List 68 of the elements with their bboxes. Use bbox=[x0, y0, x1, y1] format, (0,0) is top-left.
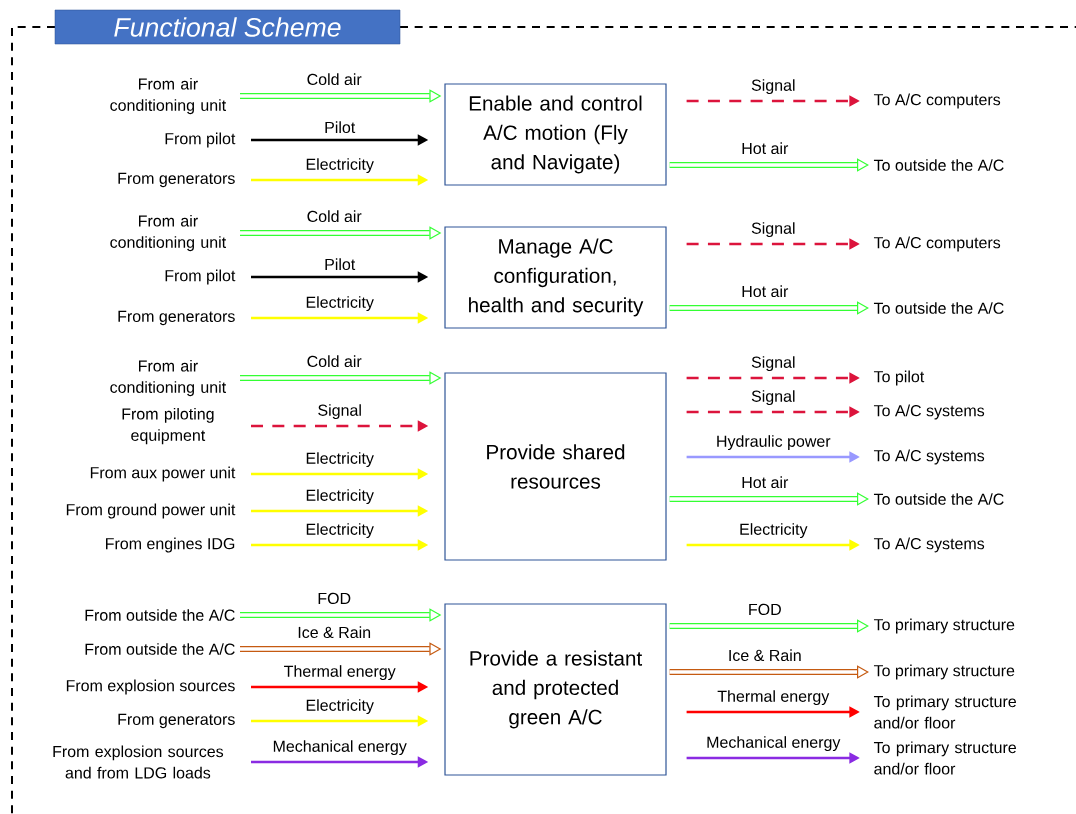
edge-label: Signal bbox=[751, 390, 795, 406]
function-box: Provide a resistant and protected green A/C bbox=[444, 603, 667, 776]
edge-label: Ice & Rain bbox=[729, 649, 801, 662]
arrow bbox=[669, 665, 869, 679]
function-box: Enable and control A/C motion (Fly and Navigate) bbox=[444, 83, 667, 186]
source-label: From air conditioning unit bbox=[110, 214, 226, 252]
function-box: Manage A/C configuration, health and security bbox=[444, 226, 667, 329]
arrow bbox=[669, 301, 869, 315]
edge-label: Electricity bbox=[306, 452, 374, 468]
source-label: From pilot bbox=[165, 269, 236, 285]
edge-label: Hot air bbox=[742, 476, 789, 489]
source-label: From explosion sources bbox=[66, 679, 235, 695]
edge-label: Mechanical energy bbox=[273, 740, 407, 756]
edge-label: Signal bbox=[751, 222, 795, 238]
edge-label: Hot air bbox=[742, 285, 789, 298]
edge-label: Signal bbox=[318, 404, 361, 420]
source-label: From piloting equipment bbox=[122, 407, 214, 445]
destination-label: To primary structure bbox=[873, 664, 1015, 680]
destination-label: To pilot bbox=[873, 370, 925, 386]
source-label: From ground power unit bbox=[66, 503, 236, 519]
source-label: From engines IDG bbox=[106, 537, 235, 553]
source-label: From pilot bbox=[165, 132, 236, 148]
source-label: From generators bbox=[118, 172, 235, 188]
destination-label: To primary structure bbox=[873, 618, 1015, 634]
edge-label: Electricity bbox=[306, 158, 374, 174]
source-label: From aux power unit bbox=[90, 466, 236, 482]
arrow bbox=[669, 158, 869, 172]
destination-label: To outside the A/C bbox=[873, 493, 1004, 505]
edge-label: FOD bbox=[318, 592, 351, 605]
edge-label: Hydraulic power bbox=[717, 435, 831, 451]
edge-label: Electricity bbox=[306, 523, 374, 539]
edge-label: Signal bbox=[751, 356, 795, 372]
destination-label: To A/C systems bbox=[873, 537, 985, 553]
function-box: Provide shared resources bbox=[444, 372, 667, 561]
edge-label: Thermal energy bbox=[717, 690, 830, 706]
edge-label: Signal bbox=[751, 79, 795, 95]
source-label: From air conditioning unit bbox=[110, 359, 226, 397]
source-label: From air conditioning unit bbox=[110, 77, 226, 115]
edge-label: Cold air bbox=[307, 210, 362, 223]
destination-label: To primary structure and/or floor bbox=[873, 741, 1016, 775]
destination-label: To A/C computers bbox=[873, 93, 1001, 109]
source-label: From outside the A/C bbox=[85, 609, 235, 621]
edge-label: Hot air bbox=[742, 142, 789, 155]
edge-label: Mechanical energy bbox=[707, 736, 841, 752]
source-label: From outside the A/C bbox=[85, 643, 235, 655]
destination-label: To primary structure and/or floor bbox=[873, 695, 1016, 729]
edge-label: Electricity bbox=[306, 489, 374, 505]
destination-label: To A/C systems bbox=[873, 404, 985, 420]
edge-label: Electricity bbox=[306, 296, 374, 312]
edge-label: Electricity bbox=[306, 699, 374, 715]
source-label: From generators bbox=[118, 713, 235, 729]
edge-label: Pilot bbox=[325, 258, 356, 271]
edge-label: Electricity bbox=[740, 523, 808, 539]
edge-label: Cold air bbox=[307, 355, 362, 368]
edge-label: FOD bbox=[749, 603, 781, 616]
arrow bbox=[669, 619, 869, 633]
destination-label: To outside the A/C bbox=[873, 302, 1004, 314]
source-label: From generators bbox=[118, 310, 235, 326]
destination-label: To A/C systems bbox=[873, 449, 985, 465]
edge-label: Thermal energy bbox=[284, 665, 396, 681]
edge-label: Pilot bbox=[325, 121, 356, 134]
source-label: From explosion sources and from LDG loads bbox=[53, 745, 224, 779]
edge-label: Ice & Rain bbox=[298, 626, 371, 639]
destination-label: To A/C computers bbox=[873, 236, 1001, 252]
title-banner: Functional Scheme bbox=[54, 9, 401, 45]
arrow bbox=[669, 492, 869, 506]
destination-label: To outside the A/C bbox=[873, 159, 1004, 171]
edge-label: Cold air bbox=[307, 73, 362, 86]
